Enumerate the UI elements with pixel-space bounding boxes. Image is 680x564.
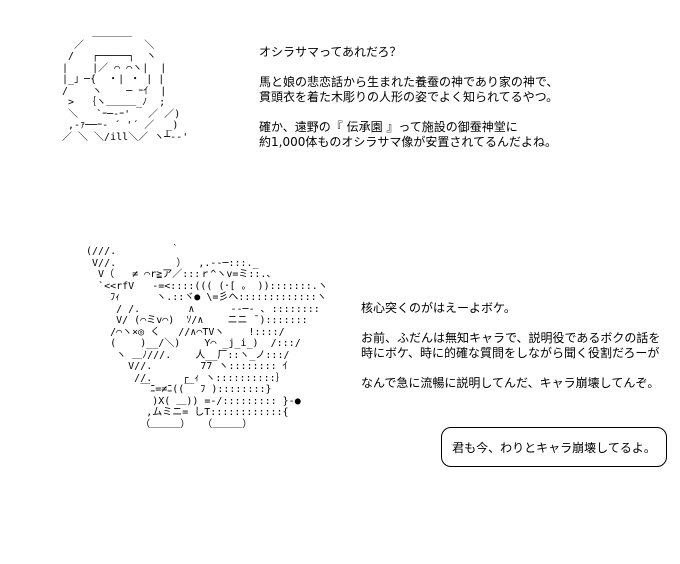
narration-line: 貫頭衣を着た木彫りの人形の姿でよく知られてるやつ。	[259, 90, 559, 104]
narration-line: 確か、遠野の『 伝承園 』って施設の御蚕神堂に	[259, 120, 518, 134]
ascii-art-bottom-line: V//. 77 ヽ:::::::: ｲ	[80, 361, 288, 372]
ascii-art-top-line: ／ ＼ ＼/ill＼／ ヽ┴-‐'	[56, 131, 189, 143]
ascii-art-bottom-line: （＿＿＿） （＿＿＿）	[80, 418, 253, 430]
ascii-art-bottom-line: ﾌｨ ヽ.::ヾ● \=彡ヘ:::::::::::::ヽ	[80, 292, 327, 303]
reply-line: なんで急に流暢に説明してんだ、キャラ崩壊してんぞ。	[361, 376, 660, 390]
speech-bubble: 君も今、わりとキャラ崩壊してるよ。	[441, 427, 667, 467]
ascii-art-bottom-line: //. ┌ ｨ ヽ::::::::::｝	[80, 372, 286, 384]
ascii-art-top-line: ＿＿＿＿	[56, 28, 133, 39]
ascii-art-bottom-line: (///. ｀	[80, 246, 181, 257]
ascii-art-character-bottom: (///. ｀ V//. ） ,.--─:::._ V（ ≠ ⌒r≧ア／:::ｒ…	[80, 246, 328, 430]
ascii-art-top-line: ／ ＼	[56, 39, 155, 51]
ascii-art-bottom-line: V//. ） ,.--─:::._	[80, 257, 259, 269]
ascii-art-bottom-line: )X( ＿)) =‐/::::::::: }‐●	[80, 395, 301, 407]
narration-text: オシラサマってあれだろ？ 馬と娘の悲恋話から生まれた養蚕の神であり家の神で、 貫…	[259, 45, 558, 150]
narration-line: オシラサマってあれだろ？	[259, 45, 402, 59]
ascii-art-bottom-line: /⌒ヽ×◎ く //∧⌒TVヽ !::::/	[80, 326, 285, 338]
ascii-art-top-line: | |／ ⌒ ⌒ヽ| |	[56, 62, 167, 74]
ascii-art-bottom-line: V/ (⌒ミv⌒) ｿ/∧ ニニ ̄ ):::::::	[80, 315, 308, 326]
reply-line: 時にボケ、時に的確な質問をしながら聞く役割だろーが	[361, 346, 660, 360]
ascii-art-top-line: / ヽ ─ ｰｲ |	[56, 85, 167, 97]
ascii-art-top-line: ＼ `ｰ─-ｰ' ／ ／)	[56, 108, 181, 120]
reply-line: 核心突くのがはえーよボケ。	[361, 301, 516, 315]
narration-line: 約1,000体ものオシラサマ像が安置されてるんだよね。	[259, 135, 557, 149]
ascii-art-bottom-line: `<<rfV ‐=<::::((( (･[ 。 )):::::::.ヽ	[80, 280, 328, 292]
ascii-art-bottom-line: V（ ≠ ⌒r≧ア／:::ｒ^ヽv=ミ::.、	[80, 269, 277, 280]
ascii-art-bottom-line: ￣ﾆ=≠ﾆ((￣ ﾌ )::::::::}	[80, 384, 272, 395]
speech-bubble-text: 君も今、わりとキャラ崩壊してるよ。	[452, 440, 656, 455]
ascii-art-top-line: ,-ｧ──ｰ‐ ´ '´ ／ _)	[56, 120, 179, 131]
ascii-art-bottom-line: ,ムミニ= しT::::::::::::{	[80, 407, 289, 418]
ascii-art-bottom-line: ヽ ＿ﾉ///. 人__厂::ヽ_ノ:::/	[80, 349, 290, 361]
narration-line: 馬と娘の悲恋話から生まれた養蚕の神であり家の神で、	[259, 75, 559, 89]
ascii-art-top-line: > ｛ヽ＿＿＿_ﾉ ;	[56, 97, 166, 108]
reply-line: お前、ふだんは無知キャラで、説明役であるボクの話を	[361, 331, 661, 345]
ascii-art-bottom-line: / /. ∧ --─- ､ ::::::::	[80, 303, 320, 315]
ascii-art-top-line: |_」─{ ・| ・ | |	[56, 74, 165, 85]
ascii-art-top-line: / ┌─────┐ ヽ	[56, 51, 157, 62]
reply-text: 核心突くのがはえーよボケ。 お前、ふだんは無知キャラで、説明役であるボクの話を …	[361, 301, 660, 391]
ascii-art-character-top: ＿＿＿＿ ／ ＼ / ┌─────┐ ヽ | |／ ⌒ ⌒ヽ| | |_」─{ …	[56, 28, 188, 143]
ascii-art-bottom-line: ( )__/＼) Y⌒ _j_i_) /:::/	[80, 338, 301, 349]
